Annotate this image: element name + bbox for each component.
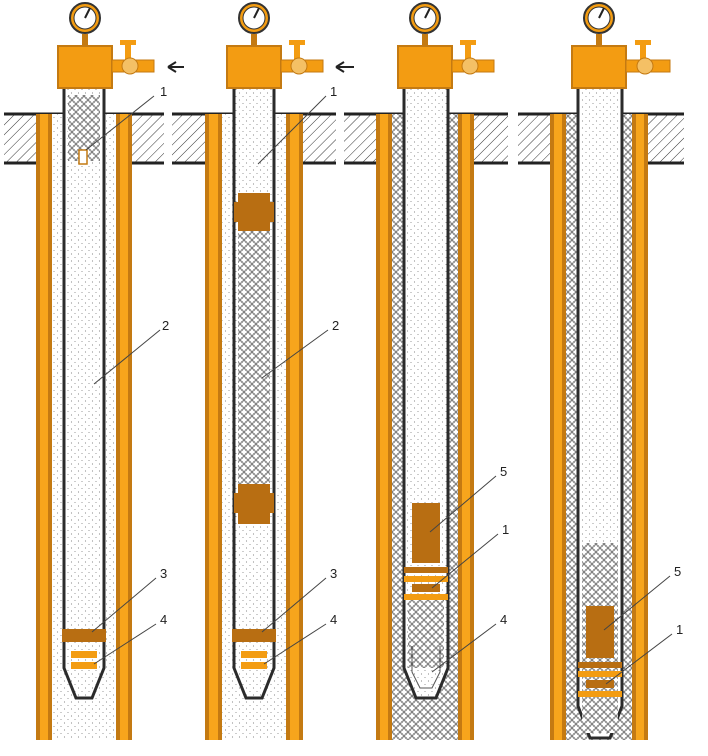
callout-label: 2 xyxy=(162,318,169,333)
pressure-gauge-icon xyxy=(409,2,441,34)
cement-slug xyxy=(238,225,270,505)
pressure-gauge-icon xyxy=(583,2,615,34)
well-head xyxy=(397,45,453,89)
callout-label: 4 xyxy=(160,612,167,627)
callout-label: 2 xyxy=(332,318,339,333)
callout-label: 4 xyxy=(330,612,337,627)
callout-label: 1 xyxy=(160,84,167,99)
cement-bottom xyxy=(408,598,444,668)
valve-4-bottom xyxy=(71,662,97,669)
tubing xyxy=(62,88,106,700)
plug-1 xyxy=(78,149,88,165)
plug-1 xyxy=(578,662,622,668)
valve-4-top xyxy=(71,651,97,658)
valve-4-top xyxy=(241,651,267,658)
flow-arrow-icon xyxy=(167,61,184,73)
plug-5 xyxy=(586,606,614,658)
callout-label: 1 xyxy=(502,522,509,537)
callout-label: 3 xyxy=(330,566,337,581)
valve-icon xyxy=(451,40,495,75)
flow-arrow-icon xyxy=(335,61,354,73)
well-a: 1 2 3 4 xyxy=(4,2,184,740)
callout-label: 5 xyxy=(500,464,507,479)
callout-label: 3 xyxy=(160,566,167,581)
valve-icon xyxy=(625,40,671,75)
callout-label: 1 xyxy=(330,84,337,99)
well-d: 5 1 xyxy=(518,2,684,740)
well-c: 5 1 4 xyxy=(344,2,509,740)
valve-icon xyxy=(111,40,155,75)
stop-ring-3 xyxy=(62,629,106,642)
well-head xyxy=(226,45,282,89)
pressure-gauge-icon xyxy=(238,2,270,34)
plug-5 xyxy=(412,503,440,563)
callout-label: 1 xyxy=(676,622,683,637)
stop-ring-3 xyxy=(232,629,276,642)
callout-label: 5 xyxy=(674,564,681,579)
well-head xyxy=(57,45,113,89)
callout-label: 4 xyxy=(500,612,507,627)
valve-4-bottom xyxy=(241,662,267,669)
pressure-gauge-icon xyxy=(69,2,101,34)
well-head xyxy=(571,45,627,89)
valve-icon xyxy=(280,40,324,75)
well-b: 1 2 3 4 xyxy=(172,2,354,740)
plug-1 xyxy=(404,567,448,573)
